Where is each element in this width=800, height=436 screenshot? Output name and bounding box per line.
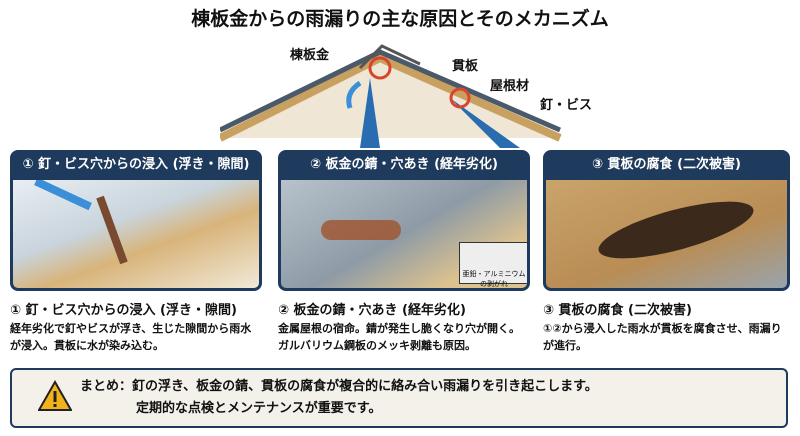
panel-title: ② 板金の錆・穴あき (経年劣化) <box>278 303 466 318</box>
panel-description: 経年劣化で釘やビスが浮き、生じた隙間から雨水が浸入。貫板に水が染み込む。 <box>10 322 252 352</box>
panel-description: 金属屋根の宿命。錆が発生し脆くなり穴が開く。ガルバリウム鋼板のメッキ剥離も原因。 <box>278 322 520 352</box>
panel-description: ①②から浸入した雨水が貫板を腐食させ、雨漏りが進行。 <box>543 322 782 352</box>
summary-box: まとめ：釘の浮き、板金の錆、貫板の腐食が複合的に絡み合い雨漏りを引き起こします。… <box>10 368 788 428</box>
panel-header: ② 板金の錆・穴あき (経年劣化) <box>278 150 530 180</box>
panel-nail-holes: ① 釘・ビス穴からの浸入 (浮き・隙間) ① 釘・ビス穴からの浸入 (浮き・隙間… <box>10 150 262 354</box>
panel-header: ③ 貫板の腐食 (二次被害) <box>543 150 790 180</box>
summary-line-1: まとめ：釘の浮き、板金の錆、貫板の腐食が複合的に絡み合い雨漏りを引き起こします。 <box>80 379 598 394</box>
label-batten: 貫板 <box>452 59 479 74</box>
summary-line-2: 定期的な点検とメンテナンスが重要です。 <box>136 401 382 416</box>
panel-header: ① 釘・ビス穴からの浸入 (浮き・隙間) <box>10 150 262 180</box>
panel-title: ③ 貫板の腐食 (二次被害) <box>543 303 692 318</box>
panel-rust: ② 板金の錆・穴あき (経年劣化) 亜鉛・アルミニウムの剥がれ ② 板金の錆・穴… <box>278 150 530 354</box>
page-title: 棟板金からの雨漏りの主な原因とそのメカニズム <box>191 8 609 30</box>
label-ridge: 棟板金 <box>290 48 330 63</box>
panel-batten-rot: ③ 貫板の腐食 (二次被害) ③ 貫板の腐食 (二次被害) ①②から浸入した雨水… <box>543 150 790 354</box>
rot-illustration <box>543 180 790 291</box>
label-roofing: 屋根材 <box>490 79 530 94</box>
label-nail: 釘・ビス <box>540 98 593 113</box>
roof-diagram <box>220 44 562 148</box>
nail-illustration <box>10 180 262 291</box>
rust-illustration: 亜鉛・アルミニウムの剥がれ <box>278 180 530 291</box>
panel-title: ① 釘・ビス穴からの浸入 (浮き・隙間) <box>10 303 237 318</box>
callout-box: 亜鉛・アルミニウムの剥がれ <box>459 242 527 288</box>
warning-icon <box>38 380 72 411</box>
